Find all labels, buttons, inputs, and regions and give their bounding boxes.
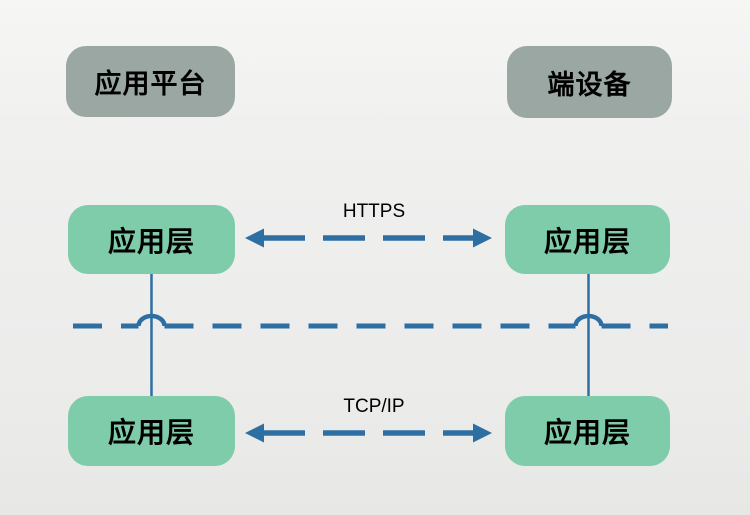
- node-platform-app-layer-top: 应用层: [68, 205, 235, 274]
- separator-line-jump-left: [136, 313, 167, 327]
- https-arrowhead-right: [473, 228, 492, 248]
- https-arrowhead-left: [245, 228, 264, 248]
- node-device-app-layer-bottom: 应用层: [505, 396, 670, 466]
- header-box-platform: 应用平台: [66, 46, 235, 117]
- header-box-device: 端设备: [507, 46, 672, 118]
- node-platform-app-layer-bottom: 应用层: [68, 396, 235, 466]
- tcpip-arrowhead-left: [245, 423, 264, 443]
- separator-line-jump-right: [573, 313, 604, 327]
- node-device-app-layer-top: 应用层: [505, 205, 670, 274]
- tcpip-arrowhead-right: [473, 423, 492, 443]
- tcpip-label: TCP/IP: [343, 396, 405, 417]
- https-label: HTTPS: [342, 201, 406, 222]
